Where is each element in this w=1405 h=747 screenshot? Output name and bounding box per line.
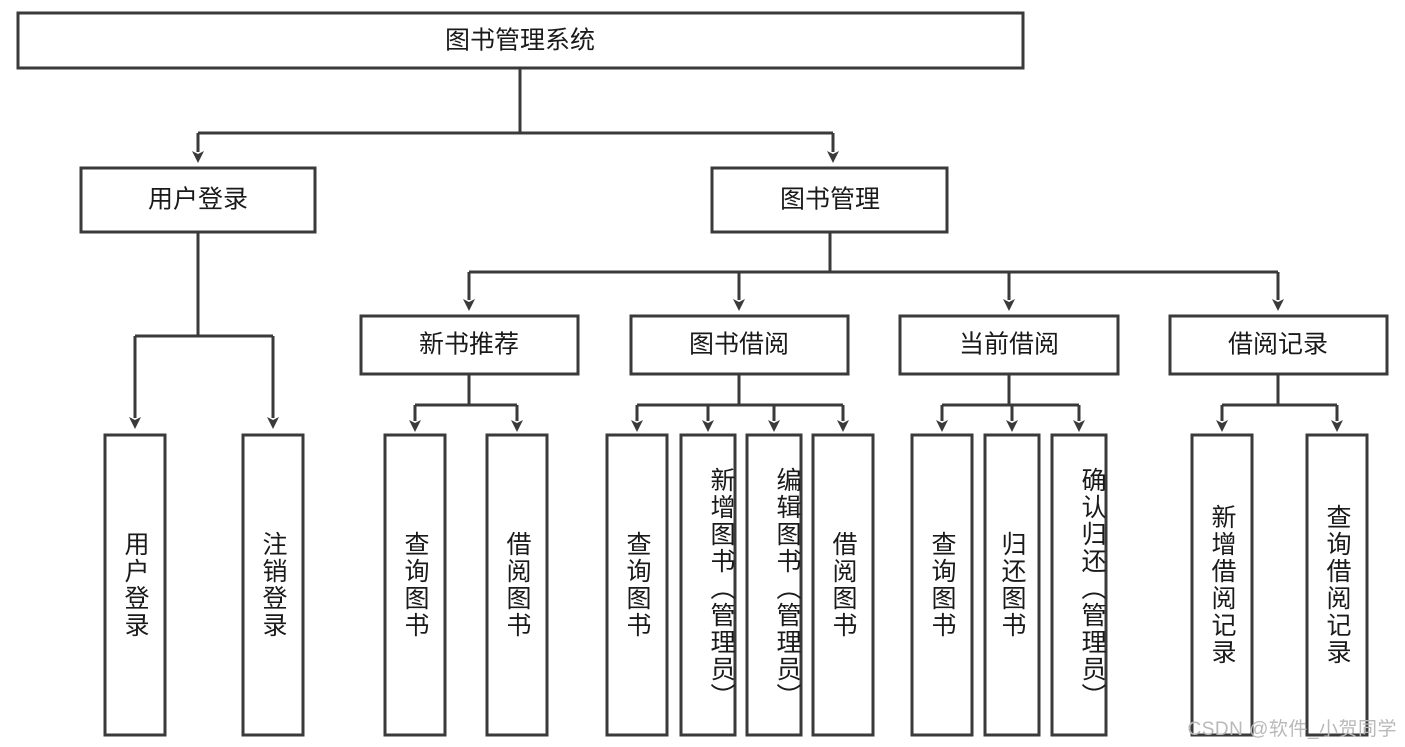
node-root-label: 图书管理系统 [445,27,595,55]
leaf-add-book-box[interactable] [679,433,737,737]
node-root-box [16,11,1025,70]
node-new-book-rec-label: 新书推荐 [419,331,519,359]
node-current-borrow-box [898,314,1120,376]
leaf-return-book-box[interactable] [983,433,1041,737]
node-book-manage-label: 图书管理 [780,186,880,214]
connector-book-borrow-to-leaves [631,374,849,432]
connector-borrow-record-to-leaves [1216,374,1343,432]
leaf-add-record-box[interactable] [1190,433,1254,737]
connector-user-login-to-leaves [129,232,279,429]
leaf-query-record-box[interactable] [1305,433,1369,737]
node-user-login-box [79,166,317,234]
leaf-edit-book-box[interactable] [745,433,803,737]
node-borrow-record[interactable]: 借阅记录 [1168,314,1389,376]
node-root[interactable]: 图书管理系统 [16,11,1025,70]
node-user-login-label: 用户登录 [148,186,248,214]
node-user-login[interactable]: 用户登录 [79,166,317,234]
node-book-borrow[interactable]: 图书借阅 [629,314,850,376]
node-new-book-rec[interactable]: 新书推荐 [359,314,580,376]
leaf-borrow-book-box[interactable] [811,433,875,737]
leaf-user-logout-box[interactable] [241,433,305,737]
leaf-query-book-borrow-box[interactable] [605,433,669,737]
leaf-confirm-return-box[interactable] [1050,433,1108,737]
connector-root-to-level2 [192,68,839,163]
node-current-borrow-label: 当前借阅 [959,331,1059,359]
node-book-borrow-label: 图书借阅 [689,331,789,359]
connector-new-book-rec-to-leaves [409,374,523,432]
connector-book-manage-to-level3 [463,232,1284,311]
connector-current-borrow-to-leaves [936,374,1085,432]
leaf-query-book-rec-box[interactable] [383,433,447,737]
csdn-watermark: CSDN @软件_小贺同学 [1187,719,1397,740]
leaf-boxes [103,433,1369,737]
node-book-manage[interactable]: 图书管理 [710,166,949,234]
node-new-book-rec-box [359,314,580,376]
node-current-borrow[interactable]: 当前借阅 [898,314,1120,376]
node-borrow-record-label: 借阅记录 [1228,331,1328,359]
leaf-query-book-current-box[interactable] [910,433,974,737]
leaf-borrow-book-rec-box[interactable] [485,433,549,737]
leaf-user-login-box[interactable] [103,433,167,737]
